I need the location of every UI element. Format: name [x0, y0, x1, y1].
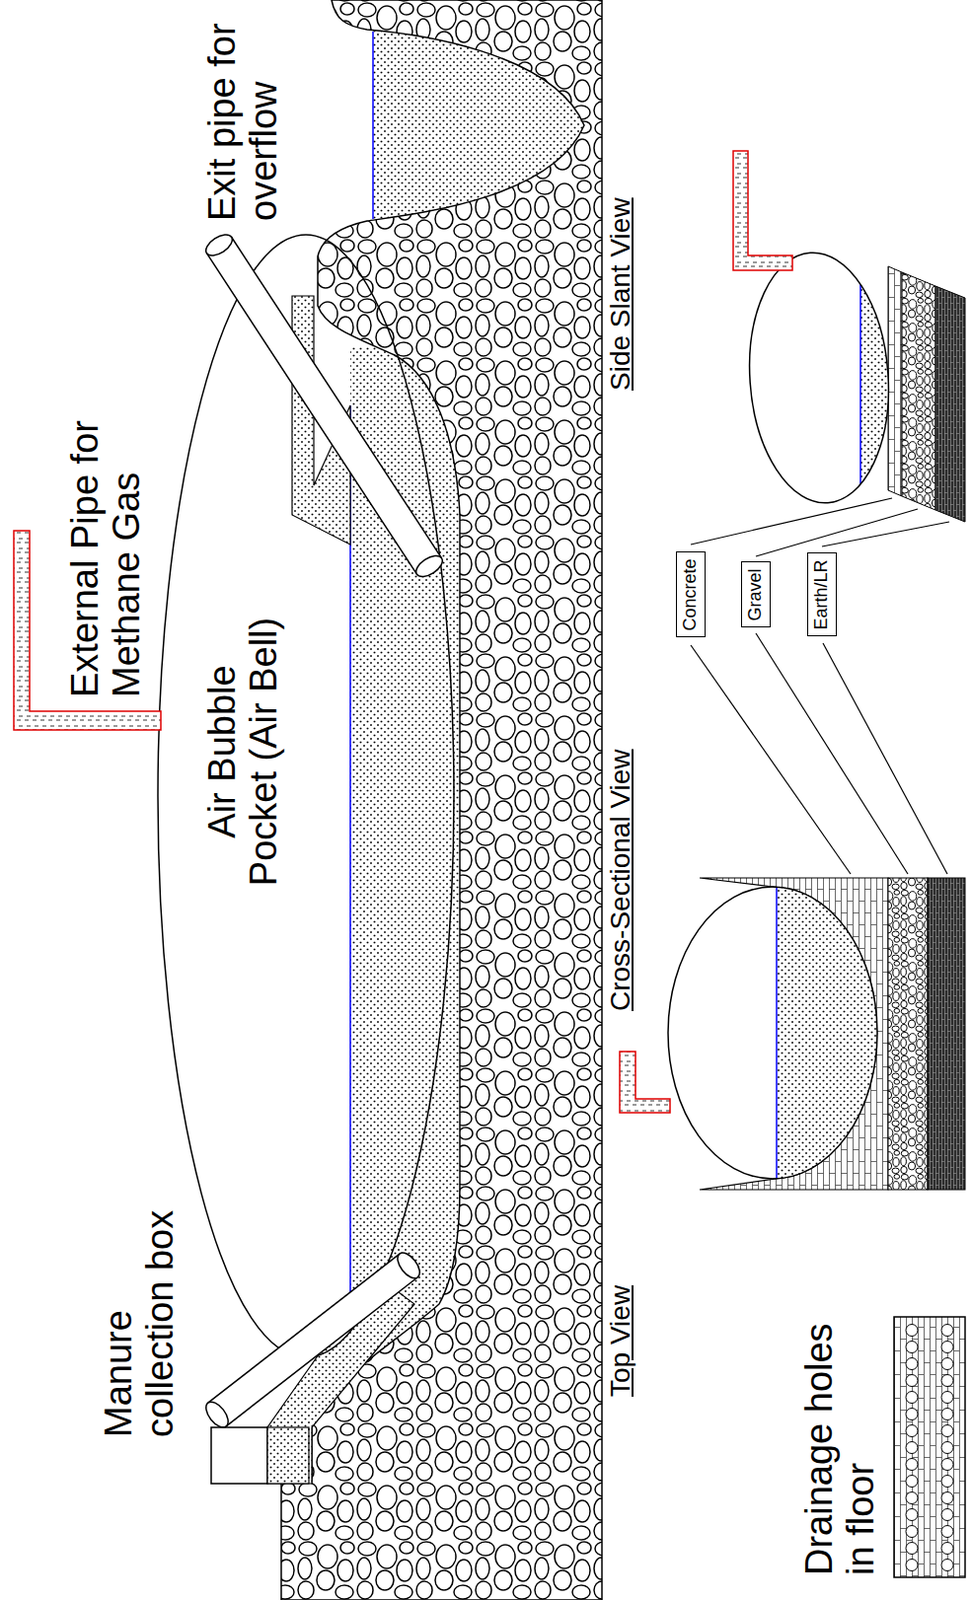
slurry-level [859, 228, 862, 516]
slurry-level [775, 880, 778, 1187]
cross-section-view [619, 870, 966, 1191]
layer-label: Gravel [745, 568, 765, 621]
view-title-text: Top View [604, 1285, 636, 1398]
view-title: Top View [605, 1285, 637, 1398]
part-label: External Pipe for Methane Gas [65, 412, 149, 698]
part-label-text: Air Bubble Pocket (Air Bell) [201, 617, 285, 887]
leader-line [690, 498, 893, 545]
exit-pipe-end [202, 230, 236, 261]
side-slant-view [733, 150, 966, 523]
leader-line [821, 522, 950, 547]
inlet-pipe-end [201, 1398, 232, 1432]
part-label: Manure collection box [98, 1175, 182, 1438]
gravel-layer [901, 272, 936, 511]
view-title-text: Side Slant View [604, 197, 636, 391]
exit-pipe-wall [206, 236, 442, 575]
view-title: Side Slant View [605, 197, 637, 391]
inlet-pipe [201, 1249, 424, 1432]
part-label-text: Manure collection box [97, 1210, 181, 1438]
manure-collection-box [211, 1427, 268, 1485]
drainage-holes [894, 1322, 966, 1574]
leader-lines [690, 498, 950, 875]
layer-label-box: Gravel [741, 561, 771, 628]
drainage-floor [894, 1317, 966, 1578]
exit-pipe [202, 230, 447, 582]
slurry-level [349, 405, 352, 1405]
inlet-pipe-wall [208, 1254, 419, 1427]
part-label-text: Drainage holes in floor [798, 1323, 882, 1576]
air-bell [157, 234, 454, 1358]
part-label-text: Exit pipe for overflow [201, 22, 285, 222]
part-label: Air Bubble Pocket (Air Bell) [202, 611, 286, 894]
layer-label-box: Concrete [675, 551, 706, 638]
floor-slab [894, 1317, 966, 1578]
manure-box-base [267, 1427, 309, 1485]
part-label: Exit pipe for overflow [202, 14, 286, 222]
gravel-layer [888, 878, 928, 1191]
leader-line [690, 645, 851, 875]
pit-level [372, 31, 374, 220]
air-bell [741, 247, 897, 508]
view-title: Cross-Sectional View [605, 748, 637, 1012]
concrete-layer [888, 266, 902, 497]
exit-pipe-mouth [412, 551, 447, 582]
leader-line [755, 633, 908, 875]
slurry [776, 870, 886, 1187]
exit-pipe-body [206, 236, 442, 575]
layer-label-box: Earth/LR [807, 552, 837, 637]
leader-line [822, 643, 948, 875]
view-title-text: Cross-Sectional View [604, 748, 636, 1012]
methane-pipe [733, 150, 793, 271]
inlet-pipe-body [208, 1254, 419, 1427]
methane-pipe [619, 1051, 671, 1114]
part-label-text: External Pipe for Methane Gas [64, 420, 148, 698]
slurry [860, 228, 900, 516]
earth-layer [927, 878, 966, 1191]
layer-label: Concrete [679, 558, 700, 631]
inlet-pipe-mouth [393, 1249, 425, 1283]
layer-label: Earth/LR [811, 559, 831, 630]
earth-layer [935, 286, 966, 523]
air-bell [668, 887, 878, 1180]
digester-side-view [13, 0, 602, 1600]
part-label: Drainage holes in floor [799, 1321, 883, 1576]
